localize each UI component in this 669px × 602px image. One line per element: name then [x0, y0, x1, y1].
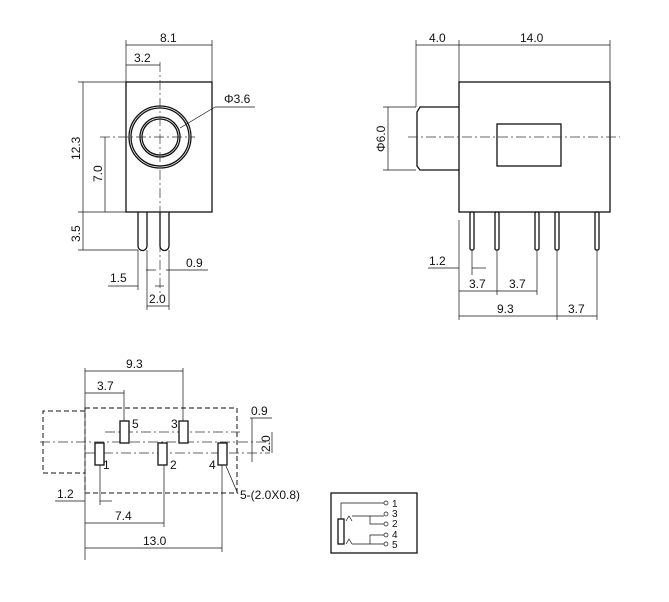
side-pin [534, 211, 540, 251]
schematic-frame [330, 492, 418, 554]
dim-span-top: 9.3 [126, 357, 143, 371]
pad-label-3: 3 [171, 417, 178, 431]
dim-span-mid: 7.4 [115, 509, 132, 523]
dim-edge-offset: 1.2 [57, 487, 74, 501]
dim-nose-diameter: Φ6.0 [374, 125, 388, 152]
sleeve-symbol [337, 518, 345, 545]
terminal-4: 4 [392, 530, 398, 541]
side-nose [416, 106, 459, 171]
dim-center-height: 7.0 [91, 165, 105, 182]
dim-pitch-b: 3.7 [509, 277, 526, 291]
dim-nose-length: 4.0 [429, 31, 446, 45]
pad-5 [119, 420, 130, 444]
terminal-3: 3 [392, 509, 398, 520]
dim-pin-length: 3.5 [69, 225, 83, 242]
side-pin [494, 211, 500, 251]
pad-note: 5-(2.0X0.8) [240, 488, 300, 502]
dim-span: 9.3 [497, 302, 514, 316]
terminal-5: 5 [392, 540, 398, 551]
dim-hole-diameter: Φ3.6 [224, 92, 251, 106]
dim-pin-pitch: 2.0 [149, 292, 166, 306]
schematic: 1 3 2 4 5 [330, 492, 418, 554]
dim-span-total: 13.0 [143, 534, 167, 548]
dim-pitch-c: 3.7 [568, 302, 585, 316]
pad-label-4: 4 [209, 458, 216, 472]
side-view: 4.0 14.0 Φ6.0 1.2 3.7 3.7 9.3 3.7 [374, 31, 620, 320]
dim-side-pin-offset: 1.2 [429, 254, 446, 268]
terminal-1: 1 [392, 499, 398, 510]
pad-label-5: 5 [132, 417, 139, 431]
pad-label-1: 1 [103, 458, 110, 472]
dim-pitch-top: 3.7 [97, 379, 114, 393]
pad-2 [157, 442, 168, 466]
dim-height: 12.3 [69, 136, 83, 160]
bottom-view: 1 2 3 4 5 9.3 3.7 0.9 2.0 1.2 7.4 13.0 5… [40, 357, 300, 560]
side-pin [594, 211, 600, 251]
side-pin [554, 211, 560, 251]
dim-pin-offset: 1.5 [110, 271, 127, 285]
dim-row-offset: 0.9 [251, 404, 268, 418]
side-body [458, 81, 611, 213]
front-pin-2 [159, 212, 170, 252]
dim-pitch-a: 3.7 [469, 277, 486, 291]
terminal-2: 2 [392, 519, 398, 530]
dim-offset: 3.2 [134, 51, 151, 65]
front-body [125, 81, 213, 213]
dim-body-length: 14.0 [520, 31, 544, 45]
side-window [496, 123, 562, 167]
dim-pin-width: 0.9 [186, 256, 203, 270]
dim-width: 8.1 [160, 31, 177, 45]
front-pin-1 [137, 212, 148, 252]
front-view: 8.1 3.2 Φ3.6 12.3 3.5 7.0 1.5 0.9 2.0 [69, 31, 255, 310]
footprint-outline [84, 407, 238, 494]
pad-label-2: 2 [170, 458, 177, 472]
pad-1 [94, 442, 105, 466]
pad-4 [217, 442, 228, 466]
side-pins [469, 211, 475, 251]
dim-row-pitch: 2.0 [259, 435, 273, 452]
pad-3 [178, 420, 189, 444]
